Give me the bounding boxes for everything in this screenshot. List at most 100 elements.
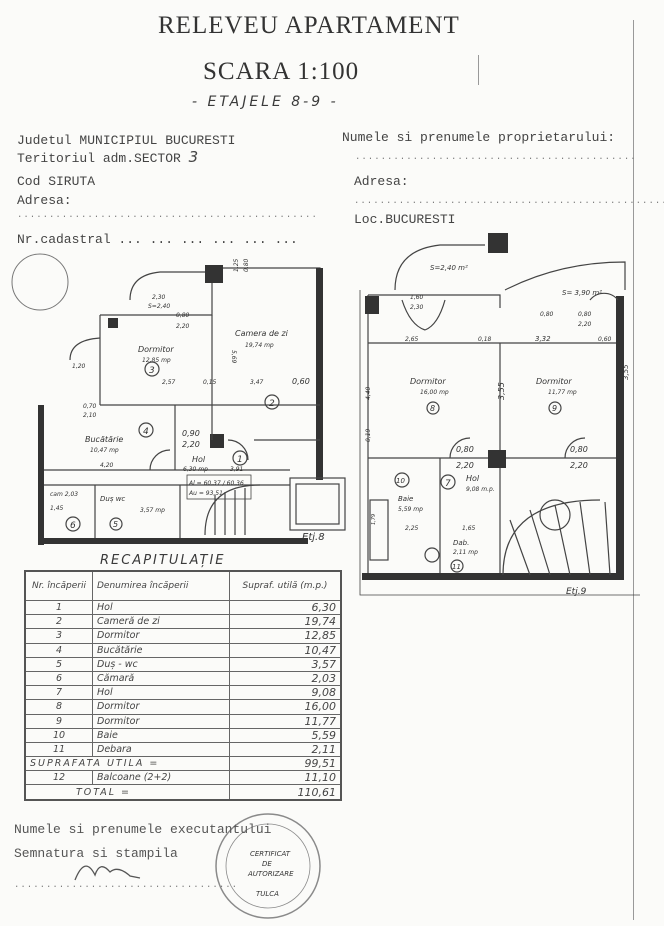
stamp-left-icon [11,253,69,311]
room-area: 19,74 [229,614,342,630]
stamp-icon: CERTIFICAT DE AUTORIZARE TULCA [215,813,321,919]
room-storage-nr: 11 [452,563,461,571]
localitate-label: Loc.BUCURESTI [354,212,456,227]
document-title: RELEVEU APARTAMENT [158,12,460,39]
dim-label: 3,32 [535,335,551,343]
dim-label: 0,80 [570,445,588,454]
dim-label: 2,30 [152,294,166,301]
room-area: 2,11 [229,741,342,758]
balcony-nr: 12 [24,770,93,786]
room-hall-area: 6,30 mp [183,466,208,473]
owner-dots: ........................................… [355,152,637,162]
total-value: 110,61 [229,784,342,801]
total-row: TOTAL = 110,61 [24,784,342,801]
room-nr: 3 [24,628,93,644]
room-area: 6,30 [229,599,342,616]
dim-label: 2,10 [83,412,97,419]
room-pantry-nr: 6 [70,521,76,531]
dim-label: 0,80 [176,312,190,319]
room-area: 16,00 [229,699,342,715]
floors-label: - ETAJELE 8-9 - [192,94,339,110]
room-name: Dormitor [92,628,230,644]
room-living-name: Camera de zi [235,329,289,338]
dim-label: 0,90 [182,429,200,438]
useful-area-value: 99,51 [229,756,342,772]
room-name: Cameră de zi [92,614,230,630]
room-living-area: 19,74 mp [245,342,274,349]
room-bedroom9-area: 11,77 mp [548,389,577,396]
dim-label: 3,55 [497,382,506,400]
room-storage-area: 2,11 mp [453,549,478,556]
balcony-right-area: S= 3,90 m² [562,289,602,297]
stamp-text: DE [262,860,272,868]
useful-area-label: SUPRAFATA UTILA = [24,756,230,772]
dim-label: 2,30 [410,304,424,311]
judet-line: Judetul MUNICIPIUL BUCURESTI [17,133,236,148]
dim-label: 1,60 [410,294,424,301]
dim-label: 2,25 [405,525,419,532]
room-area: 2,03 [229,670,342,687]
room-name: Duș - wc [92,656,230,672]
room-area: 5,59 [229,727,342,743]
summary-box-line-1: Al = 60,37 / 60,36 [188,480,244,487]
room-name: Dormitor [92,699,230,715]
room-kitchen-nr: 4 [143,427,149,437]
room-bedroom9-nr: 9 [552,404,557,413]
dim-label: 0,60 [598,336,612,343]
room-bedroom9-name: Dormitor [536,377,572,386]
room-name: Baie [92,727,230,743]
dim-label: 2,20 [176,323,190,330]
document-scale: SCARA 1:100 [203,58,360,85]
signature-dots: ................................... [14,880,239,890]
room-nr: 4 [24,642,93,658]
dim-label: 2,57 [162,379,176,386]
room-bedroom8-nr: 8 [430,404,435,413]
room-name: Dormitor [92,713,230,729]
sector-number: 3 [188,148,199,166]
dim-label: 3,47 [250,379,264,386]
room-nr: 7 [24,685,93,701]
dim-label: 2,20 [456,461,474,470]
dim-label: 2,20 [182,440,200,449]
dim-label: 0,80 [578,311,592,318]
dim-label: 2,65 [405,336,419,343]
stamp-text: CERTIFICAT [250,850,291,858]
executant-label: Numele si prenumele executantului [14,822,272,837]
room-area: 3,57 [229,656,342,672]
room-area: 11,77 [229,713,342,729]
balcony-area: 11,10 [229,770,342,786]
dim-label: 0,80 [456,445,474,454]
floor-8-label: Etj.8 [302,532,325,543]
room-bedroom-nr: 3 [149,366,155,376]
room-name: Hol [92,685,230,701]
dim-label: 3,55 [622,364,630,380]
room-hall9-name: Hol [466,474,480,483]
balcony-name: Balcoane (2+2) [92,770,230,786]
room-bedroom-area: 12,85 mp [142,357,171,364]
room-hall-name: Hol [192,455,206,464]
dim-label: 0,70 [83,403,97,410]
adresa-label-right: Adresa: [354,174,409,189]
dim-label: 5,69 [230,350,237,364]
summary-box-line-2: Au = 93,51 [188,490,223,497]
room-bedroom-name: Dormitor [138,345,174,354]
room-kitchen-name: Bucătărie [85,435,123,444]
adresa-label-left: Adresa: [17,193,72,208]
room-shower-name: Duș wc [100,495,125,503]
cod-siruta-label: Cod SIRUTA [17,174,96,189]
room-nr: 11 [24,741,93,758]
useful-area-row: SUPRAFATA UTILA = 99,51 [24,756,342,772]
adresa-dots-right: ........................................… [354,196,664,206]
room-bath-area: 5,59 mp [398,506,423,513]
room-hall9-area: 9,08 m.p. [466,486,495,493]
room-nr: 6 [24,670,93,687]
